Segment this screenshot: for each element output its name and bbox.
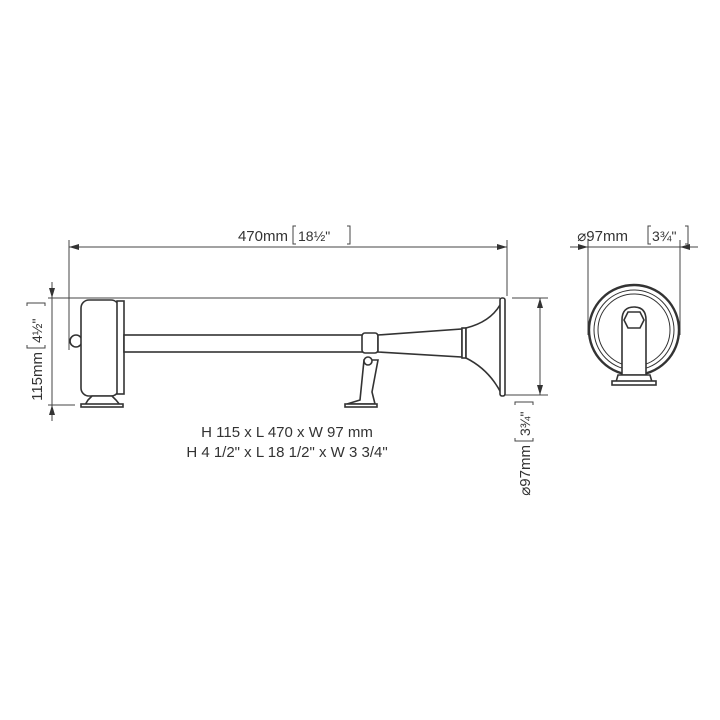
- diameter-front-label: ⌀97mm: [577, 228, 628, 245]
- height-inch-label: 4½": [29, 319, 45, 343]
- spec-metric: H 115 x L 470 x W 97 mm: [201, 424, 373, 441]
- diameter-side-inch-label: 3¾": [517, 412, 533, 436]
- length-dimension: 470mm 18½": [68, 225, 508, 350]
- length-inch-label: 18½": [298, 228, 330, 244]
- height-label: 115mm: [29, 352, 46, 401]
- spec-imperial: H 4 1/2" x L 18 1/2" x W 3 3/4": [186, 444, 387, 461]
- diameter-side-label: ⌀97mm: [517, 445, 534, 496]
- diameter-side-dimension: ⌀97mm 3¾": [514, 298, 543, 496]
- horn-front-view: ⌀97mm 3¾": [570, 225, 698, 386]
- diameter-front-inch-label: 3¾": [652, 228, 676, 244]
- length-label: 470mm: [238, 228, 288, 245]
- horn-side-view: [69, 297, 506, 408]
- height-dimension: 115mm 4½": [26, 282, 55, 421]
